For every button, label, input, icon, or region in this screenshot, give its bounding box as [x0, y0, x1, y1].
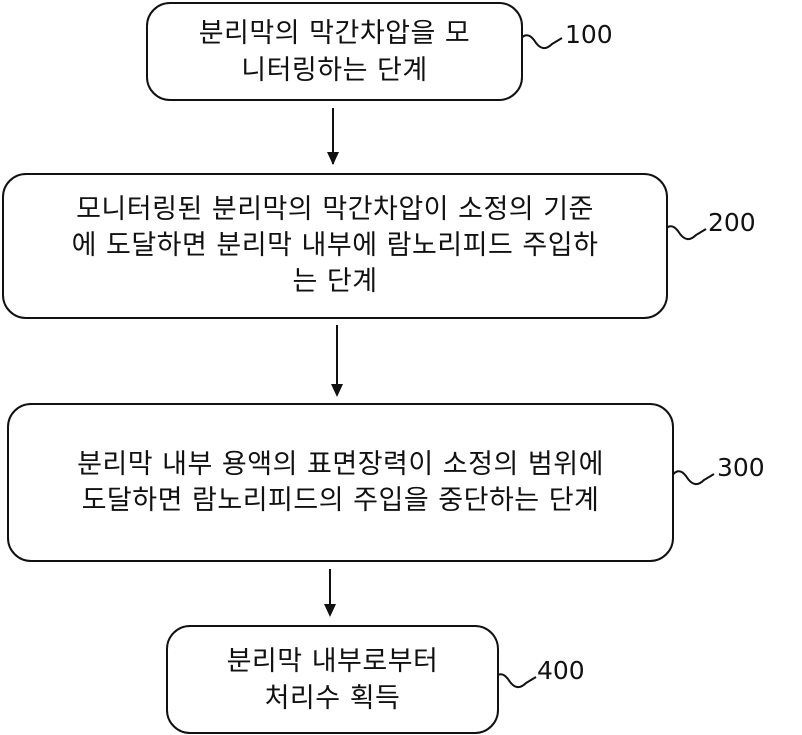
arrowhead-100-to-200: [327, 152, 339, 165]
step-200-line-3: 는 단계: [292, 266, 378, 297]
step-text-200: 모니터링된 분리막의 막간차압이 소정의 기준 에 도달하면 분리막 내부에 람…: [72, 192, 599, 300]
step-100-line-2: 니터링하는 단계: [241, 54, 428, 86]
step-text-400: 분리막 내부로부터 처리수 획득: [227, 643, 439, 717]
arrowhead-200-to-300: [331, 384, 343, 397]
reference-number-300: 300: [717, 453, 765, 482]
step-box-300: 분리막 내부 용액의 표면장력이 소정의 범위에 도달하면 람노리피드의 주입을…: [7, 403, 674, 562]
step-300-line-1: 분리막 내부 용액의 표면장력이 소정의 범위에: [77, 448, 604, 480]
step-200-line-1: 모니터링된 분리막의 막간차압이 소정의 기준: [76, 194, 594, 225]
reference-number-400: 400: [537, 656, 585, 685]
step-text-300: 분리막 내부 용액의 표면장력이 소정의 범위에 도달하면 람노리피드의 주입을…: [77, 447, 604, 519]
reference-number-200: 200: [708, 208, 756, 237]
reference-number-100: 100: [565, 20, 613, 49]
step-400-line-1: 분리막 내부로부터: [226, 645, 439, 677]
step-box-200: 모니터링된 분리막의 막간차압이 소정의 기준 에 도달하면 분리막 내부에 람…: [2, 173, 668, 319]
step-text-100: 분리막의 막간차압을 모 니터링하는 단계: [199, 15, 471, 89]
leader-line-300: [667, 470, 715, 486]
step-box-100: 분리막의 막간차압을 모 니터링하는 단계: [146, 2, 523, 101]
step-100-line-1: 분리막의 막간차압을 모: [198, 17, 471, 49]
arrowhead-300-to-400: [324, 604, 336, 617]
step-box-400: 분리막 내부로부터 처리수 획득: [166, 625, 499, 734]
step-300-line-2: 도달하면 람노리피드의 주입을 중단하는 단계: [81, 484, 600, 516]
step-400-line-2: 처리수 획득: [264, 682, 401, 714]
step-200-line-2: 에 도달하면 분리막 내부에 람노리피드 주입하: [71, 230, 599, 261]
